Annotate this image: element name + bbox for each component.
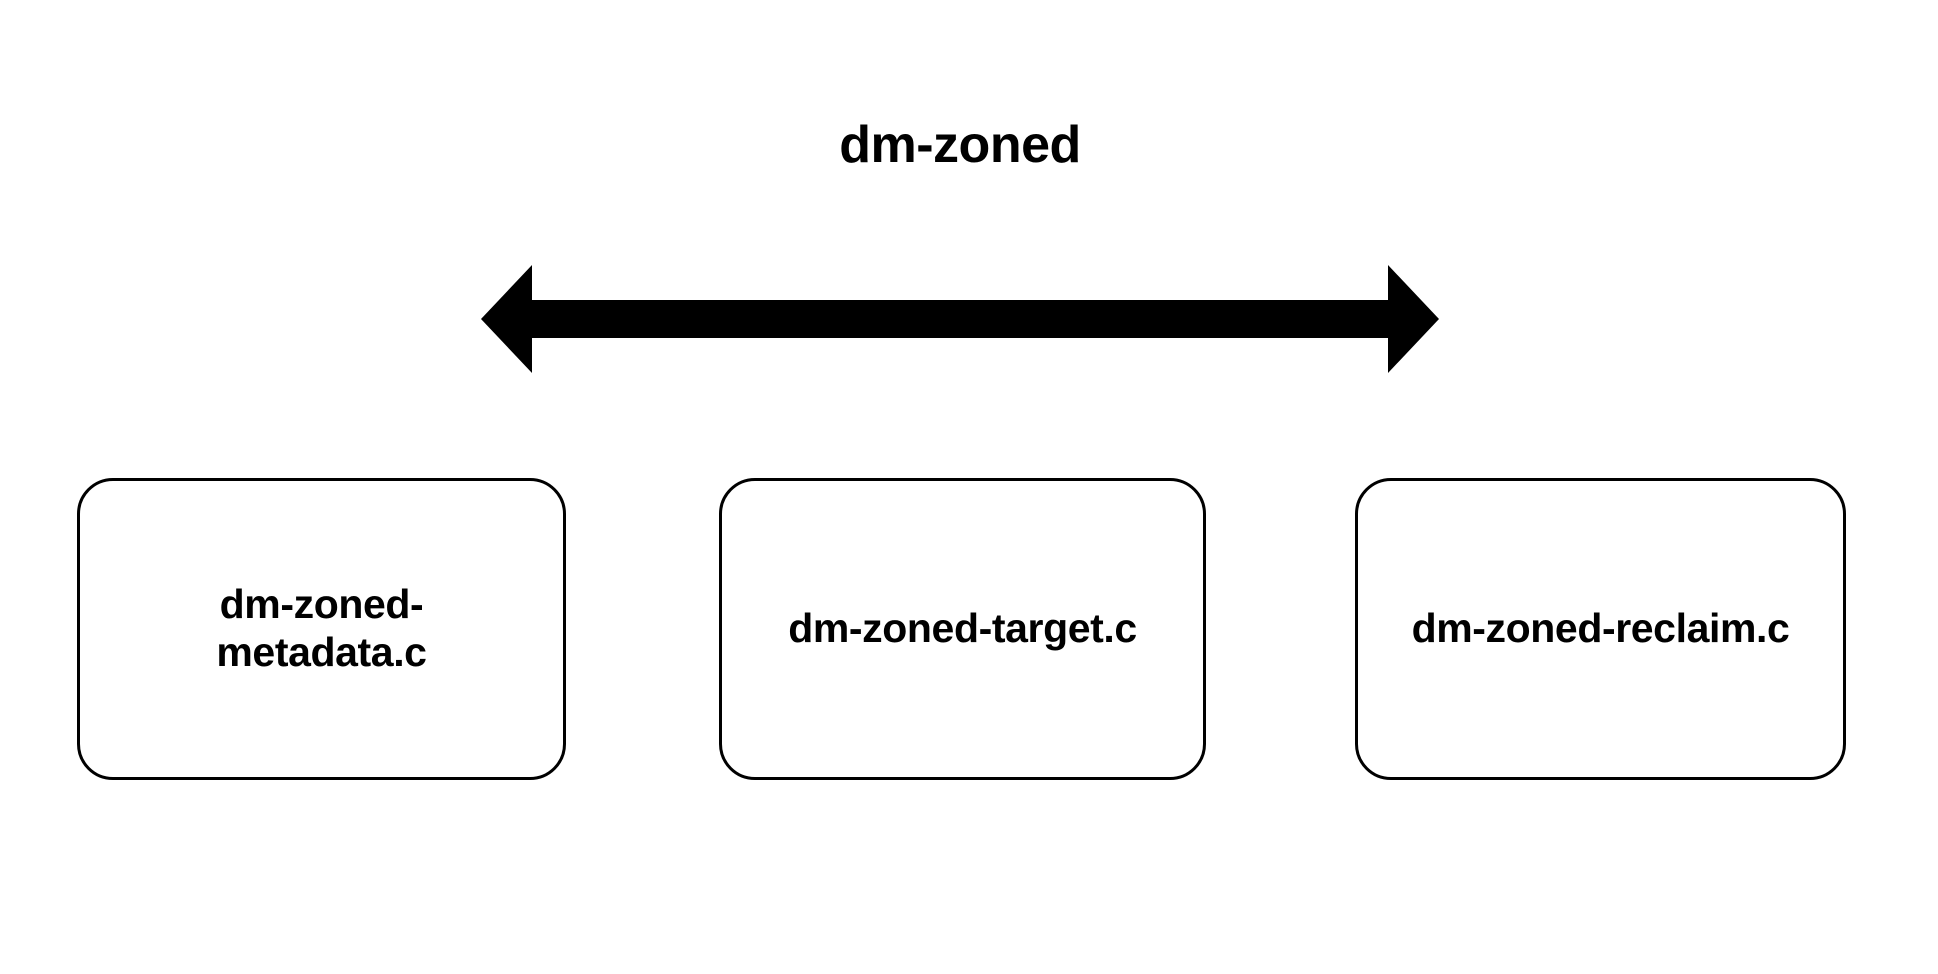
node-box-dm-zoned-reclaim[interactable]: dm-zoned-reclaim.c: [1355, 478, 1846, 780]
double-headed-arrow: [470, 255, 1450, 385]
node-box-dm-zoned-metadata[interactable]: dm-zoned-metadata.c: [77, 478, 566, 780]
node-label: dm-zoned-metadata.c: [216, 581, 427, 675]
node-label: dm-zoned-target.c: [788, 605, 1137, 652]
double-headed-arrow-icon: [481, 265, 1439, 373]
node-label: dm-zoned-reclaim.c: [1411, 605, 1790, 652]
diagram-title: dm-zoned: [839, 116, 1081, 174]
node-box-dm-zoned-target[interactable]: dm-zoned-target.c: [719, 478, 1206, 780]
